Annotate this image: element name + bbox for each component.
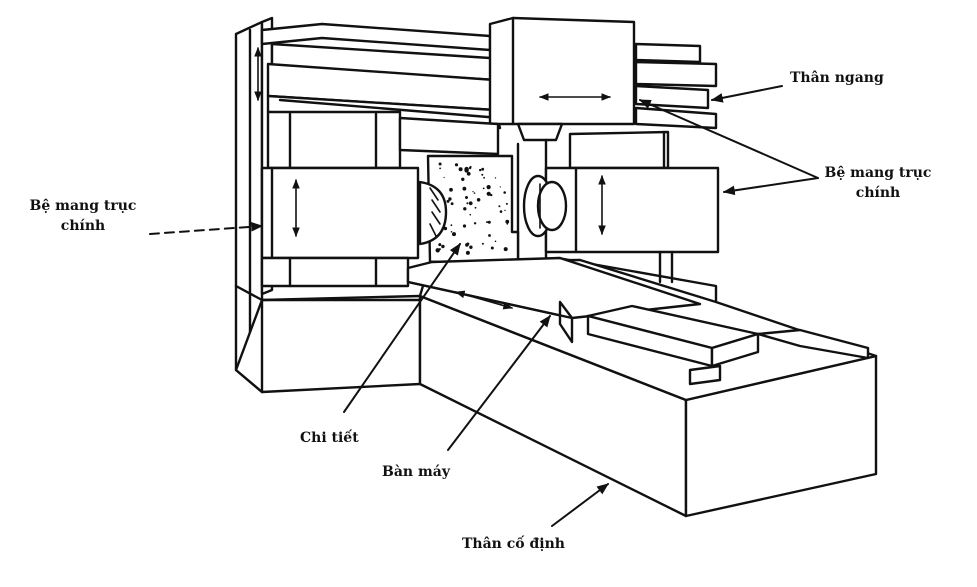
leader-spindle-carrier-right-top [638,99,819,179]
workpiece-speck [461,177,465,181]
workpiece-speck [472,191,474,193]
label-fixed-body: Thân cố định [462,536,565,552]
workpiece-speck [452,232,456,237]
workpiece-speck [487,220,491,224]
workpiece-speck [473,222,477,225]
workpiece-speck [505,219,510,224]
label-spindle-carrier-right-line1: Bệ mang trục [824,165,932,181]
workpiece-speck [468,166,472,170]
workpiece-speck [505,202,508,205]
workpiece-speck [476,198,481,202]
workpiece-speck [443,176,445,179]
workpiece-speck [468,201,473,206]
right-spindle-carrier [522,166,720,254]
workpiece-speck [494,177,497,179]
workpiece-speck [465,243,469,247]
workpiece-speck [466,202,469,205]
workpiece-speck [490,246,494,250]
workpiece-speck [494,240,497,243]
leader-spindle-carrier-right-bottom [722,177,819,196]
horizontal-slide-head [488,16,636,142]
workpiece-speck [499,210,503,213]
leader-workpiece [343,243,461,413]
workpiece-speck [481,167,485,171]
workpiece-speck [446,199,450,203]
label-spindle-carrier-right-line2: chính [855,185,901,201]
workpiece-speck [474,206,477,209]
workpiece-speck [488,234,491,237]
workpiece-speck [438,162,442,166]
workpiece-speck [486,185,491,190]
label-spindle-carrier-left-line2: chính [60,218,106,234]
workpiece-speck [503,191,507,194]
workpiece-speck [449,187,453,192]
workpiece-speck [482,187,485,190]
workpiece-speck [441,244,445,249]
workpiece-speck [465,250,470,255]
workpiece-speck [438,248,441,251]
workpiece-speck [450,202,454,206]
workpiece-speck [450,224,453,227]
workpiece-speck [462,186,467,191]
label-spindle-carrier-left: Bệ mang trục chính [22,196,144,236]
workpiece-speck [450,231,453,233]
workpiece-speck [448,197,452,201]
label-spindle-carrier-right: Bệ mang trục chính [818,163,938,203]
workpiece-speck [465,196,468,199]
workpiece-speck [464,166,469,172]
workpiece-speck [479,168,482,172]
leader-machine-table [447,315,551,451]
workpiece-speck [438,243,442,247]
workpiece-speck [499,186,501,188]
workpiece-speck [469,245,473,249]
table-horizontal-arrow-icon [455,290,513,310]
workpiece-speck [506,223,509,225]
label-workpiece: Chi tiết [300,430,359,446]
workpiece-speck [439,167,441,170]
leader-spindle-carrier-left [149,221,264,235]
lower-frame [260,250,718,304]
leader-fixed-body [551,483,609,527]
workpiece-speck [486,191,491,196]
leader-lines [149,85,819,527]
workpiece-speck [462,224,467,228]
workpiece-speck [481,242,484,245]
workpiece-speck [498,205,501,208]
workpiece-speck [463,207,467,211]
machine-table [406,256,870,386]
workpiece-speck [503,247,508,252]
column-base [234,284,422,394]
left-spindle-carrier [260,166,448,260]
leader-horizontal-body [710,85,783,103]
workpiece-speck [469,213,472,216]
workpiece-speck [473,192,476,194]
label-machine-table: Bàn máy [382,464,450,480]
workpiece-speck [454,163,459,167]
workpiece-speck [504,209,506,212]
workpiece-speck [458,167,463,172]
label-horizontal-body: Thân ngang [790,70,884,86]
workpiece-speck [435,248,440,253]
label-spindle-carrier-left-line1: Bệ mang trục [29,198,137,214]
workpiece-speck [483,176,485,179]
workpiece-speck [466,171,471,176]
workpiece-speck [486,221,489,224]
workpiece-speck [481,173,484,176]
